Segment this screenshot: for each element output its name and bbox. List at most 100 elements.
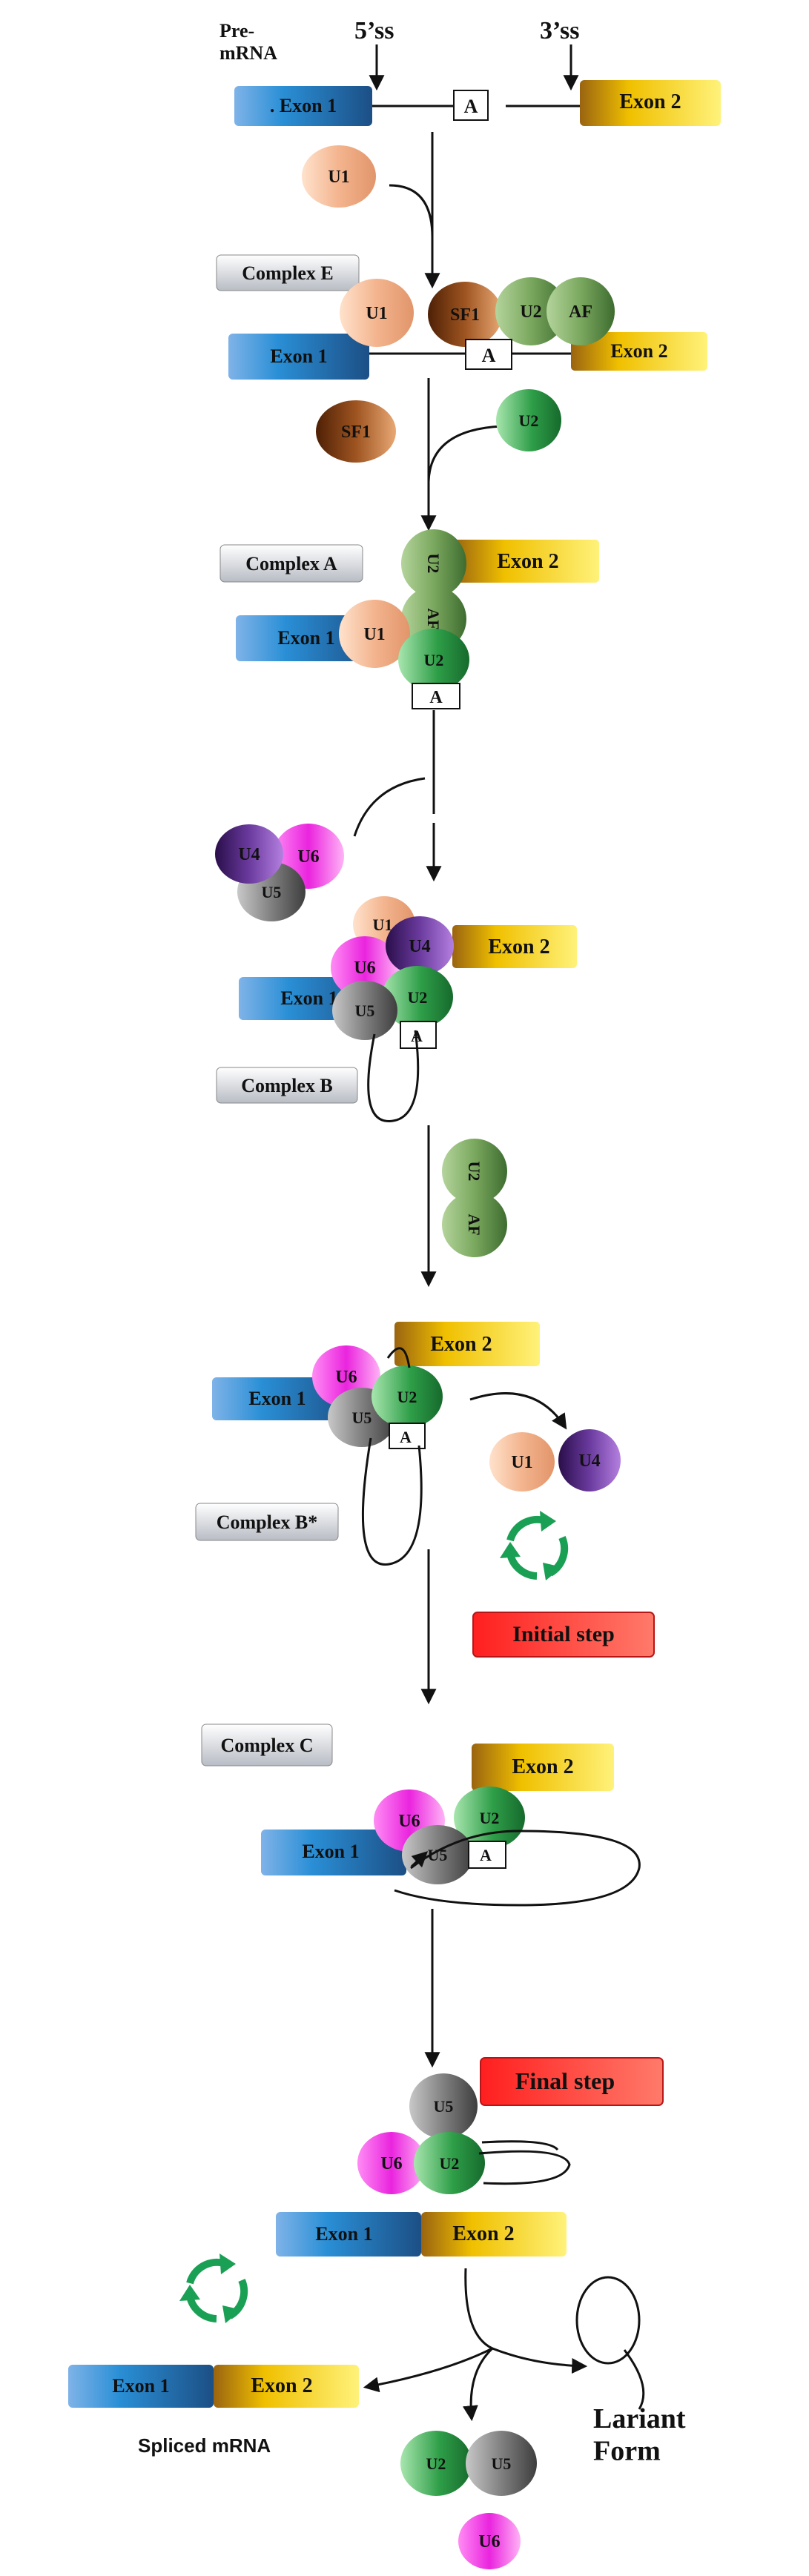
release-arrow — [363, 2268, 495, 2393]
u5-particle — [409, 2073, 478, 2139]
exon2-label: Exon 2 — [430, 1333, 492, 1356]
u1-particle — [340, 279, 414, 347]
complex-c-badge — [201, 1724, 333, 1767]
u5-label: U5 — [352, 1408, 372, 1427]
complex-b-badge — [216, 1067, 358, 1104]
exon1-label: Exon 1 — [280, 987, 337, 1009]
exon2-box — [472, 1744, 614, 1791]
exon1-label: Exon 1 — [248, 1388, 306, 1409]
exon2-box — [454, 540, 599, 583]
exon2-box — [421, 2212, 567, 2257]
intron-curve — [386, 1347, 411, 1368]
u4-particle — [386, 916, 454, 976]
initial-step-badge — [472, 1612, 655, 1658]
exon1-box — [234, 86, 372, 126]
exon2-label: Exon 2 — [619, 90, 681, 113]
af-particle — [442, 1192, 507, 1257]
release-arrow — [469, 1392, 567, 1430]
branch-point-box — [412, 683, 460, 709]
u2-label: U2 — [397, 1388, 417, 1406]
exon1-label: Exon 1 — [112, 2375, 169, 2397]
lariat-arrow — [410, 1851, 429, 1868]
exon2-label: Exon 2 — [452, 2222, 514, 2245]
intron-loop — [367, 1030, 420, 1122]
final-step-badge — [480, 2057, 664, 2106]
sf1-label: SF1 — [341, 423, 371, 442]
u1-particle — [339, 600, 410, 668]
u2-particle — [414, 2132, 485, 2194]
u6-label: U6 — [297, 847, 319, 867]
tri-snrnp-join-curve — [353, 777, 426, 837]
branch-point-box — [389, 1423, 426, 1449]
lariat-curve — [481, 2140, 559, 2151]
u1-particle — [302, 145, 376, 208]
exon1-box — [68, 2365, 214, 2408]
u2-label: U2 — [408, 988, 428, 1007]
u6-label: U6 — [380, 2154, 402, 2173]
exon2-box — [214, 2365, 359, 2408]
u2-label: U2 — [424, 554, 443, 574]
branch-point-box — [465, 339, 512, 370]
recycle-icon — [179, 2254, 248, 2323]
u2-label: U2 — [440, 2154, 460, 2173]
u6-label: U6 — [398, 1812, 420, 1831]
complex-e-label: Complex E — [242, 262, 334, 284]
u2-particle — [496, 389, 561, 451]
u1-label: U1 — [328, 168, 349, 187]
u2-label: U2 — [424, 651, 444, 669]
u5-label: U5 — [262, 883, 282, 901]
u4-label: U4 — [238, 845, 260, 864]
sf1-particle — [428, 282, 502, 347]
u5-label: U5 — [492, 2454, 512, 2473]
intron-loop — [361, 1437, 423, 1566]
u5-particle — [332, 981, 397, 1040]
u1-label: U1 — [373, 915, 393, 934]
exon2-box — [571, 332, 707, 371]
u2-label: U2 — [465, 1162, 483, 1182]
spliced-mrna-label: Spliced mRNA — [138, 2434, 271, 2457]
lariat-curve — [478, 2150, 571, 2185]
u2-label: U2 — [426, 2454, 446, 2473]
lariat-tail — [623, 2349, 645, 2410]
u6-label: U6 — [335, 1368, 357, 1387]
af-label: AF — [569, 302, 592, 322]
exon2-label: Exon 2 — [512, 1755, 573, 1778]
u1-label: U1 — [511, 1453, 532, 1472]
u6-label: U6 — [478, 2532, 500, 2552]
ss3-label: 3’ss — [540, 17, 580, 44]
af-label: AF — [424, 608, 443, 629]
exon1-label: Exon 1 — [277, 627, 334, 649]
lariat-loop — [394, 1830, 641, 1907]
u2-join-curve — [427, 425, 502, 483]
exon2-box — [394, 1322, 540, 1366]
u6-particle — [357, 2132, 426, 2194]
exon1-box — [261, 1830, 406, 1875]
af-label: AF — [465, 1213, 483, 1235]
exon1-label: Exon 1 — [302, 1841, 359, 1862]
ss5-label: 5’ss — [354, 17, 394, 44]
exon2-label: Exon 2 — [497, 550, 558, 573]
release-arrow — [492, 2347, 588, 2374]
sf1-particle — [316, 400, 396, 463]
u2-particle — [495, 277, 567, 345]
exon2-box — [580, 80, 721, 126]
u2-particle — [400, 2431, 472, 2496]
exon2-label: Exon 2 — [488, 936, 549, 958]
exon1-label: Exon 1 — [270, 345, 327, 367]
complex-c-label: Complex C — [221, 1735, 314, 1756]
u5-label: U5 — [355, 1001, 375, 1020]
u5-particle — [402, 1825, 473, 1884]
release-arrow — [462, 2347, 494, 2422]
sf1-label: SF1 — [450, 305, 480, 325]
u5-particle — [466, 2431, 537, 2496]
af-particle — [547, 277, 615, 345]
u2-label: U2 — [480, 1809, 500, 1827]
branch-point-a: A — [429, 688, 443, 707]
complex-e-badge — [216, 254, 360, 291]
u2-particle — [382, 966, 453, 1028]
u2-label: U2 — [519, 411, 539, 430]
u2-label: U2 — [520, 302, 541, 322]
final-step-label: Final step — [515, 2067, 615, 2094]
u4-particle — [215, 824, 283, 884]
